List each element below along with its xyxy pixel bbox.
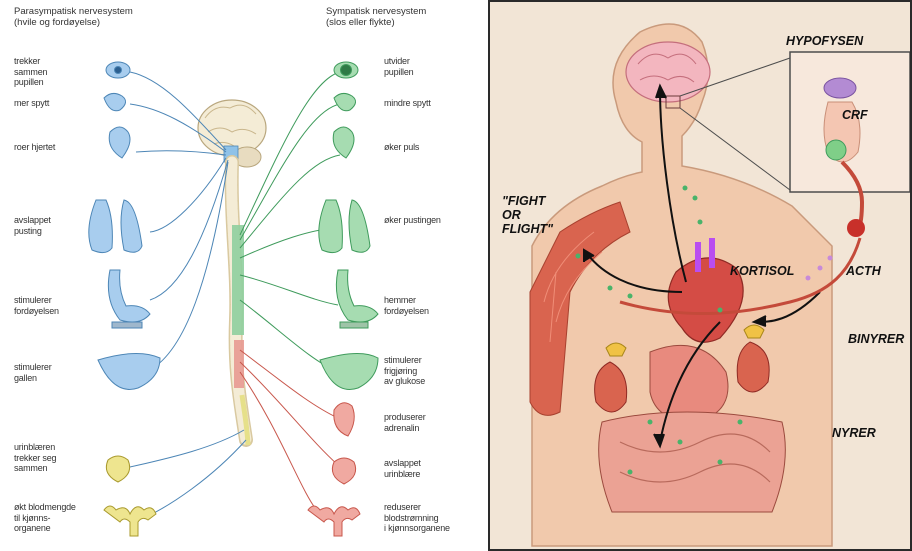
symp-label-digestion: hemmer fordøyelsen [384,295,429,316]
label-kortisol: KORTISOL [730,264,794,278]
label-fight-or-flight: "FIGHT OR FLIGHT" [502,194,553,236]
para-label-bile: stimulerer gallen [14,362,52,383]
stress-response-diagram: HYPOFYSEN CRF "FIGHT OR FLIGHT" KORTISOL… [488,0,912,551]
para-label-saliva: mer spytt [14,98,49,109]
liver-icon [320,353,378,389]
liver-icon [98,353,160,389]
para-label-digestion: stimulerer fordøyelsen [14,295,59,316]
lungs-icon [319,200,370,253]
label-nyrer: NYRER [832,426,876,440]
symp-label-adrenaline: produserer adrenalin [384,412,426,433]
para-label-breathing: avslappet pusting [14,215,51,236]
sympathetic-lower-organs [308,403,360,536]
symp-label-glucose: stimulerer frigjøring av glukose [384,355,425,387]
sympathetic-organs [319,62,378,389]
symp-label-pupil: utvider pupillen [384,56,413,77]
reproductive-organs-icon [308,506,360,536]
para-label-reproductive: økt blodmengde til kjønns- organene [14,502,76,534]
heart-icon [333,127,354,158]
parasympathetic-organs [89,62,160,389]
spinal-column [232,162,248,445]
symp-label-pulse: øker puls [384,142,419,153]
symp-label-saliva: mindre spytt [384,98,431,109]
para-label-bladder: urinblæren trekker seg sammen [14,442,56,474]
salivary-gland-icon [334,93,356,110]
reproductive-organs-icon [104,506,156,536]
parasympathetic-lower-organs [104,456,156,536]
para-label-pupil: trekker sammen pupillen [14,56,47,88]
symp-label-breathing: øker pustingen [384,215,441,226]
lungs-icon [89,200,142,253]
label-binyrer: BINYRER [848,332,904,346]
adrenal-gland-icon [334,403,354,436]
symp-label-bladder: avslappet urinblære [384,458,421,479]
bladder-icon [106,456,129,482]
para-label-heart: roer hjertet [14,142,55,153]
stomach-icon [108,270,150,328]
bladder-icon [332,458,355,484]
parasympathetic-header: Parasympatisk nervesystem (hvile og ford… [14,6,133,28]
stomach-icon [336,270,378,328]
sympathetic-lower-fibers [240,350,338,512]
label-hypofysen: HYPOFYSEN [786,34,863,48]
heart-icon [109,127,130,158]
eye-dilated-icon [334,62,358,78]
autonomic-nervous-system-diagram: Parasympatisk nervesystem (hvile og ford… [0,0,480,551]
label-crf: CRF [842,108,868,122]
salivary-gland-icon [104,93,126,110]
sympathetic-header: Sympatisk nervesystem (slos eller flykte… [326,6,426,28]
label-acth: ACTH [846,264,881,278]
eye-icon [106,62,130,78]
symp-label-reproductive: reduserer blodstrømning i kjønnsorganene [384,502,450,534]
